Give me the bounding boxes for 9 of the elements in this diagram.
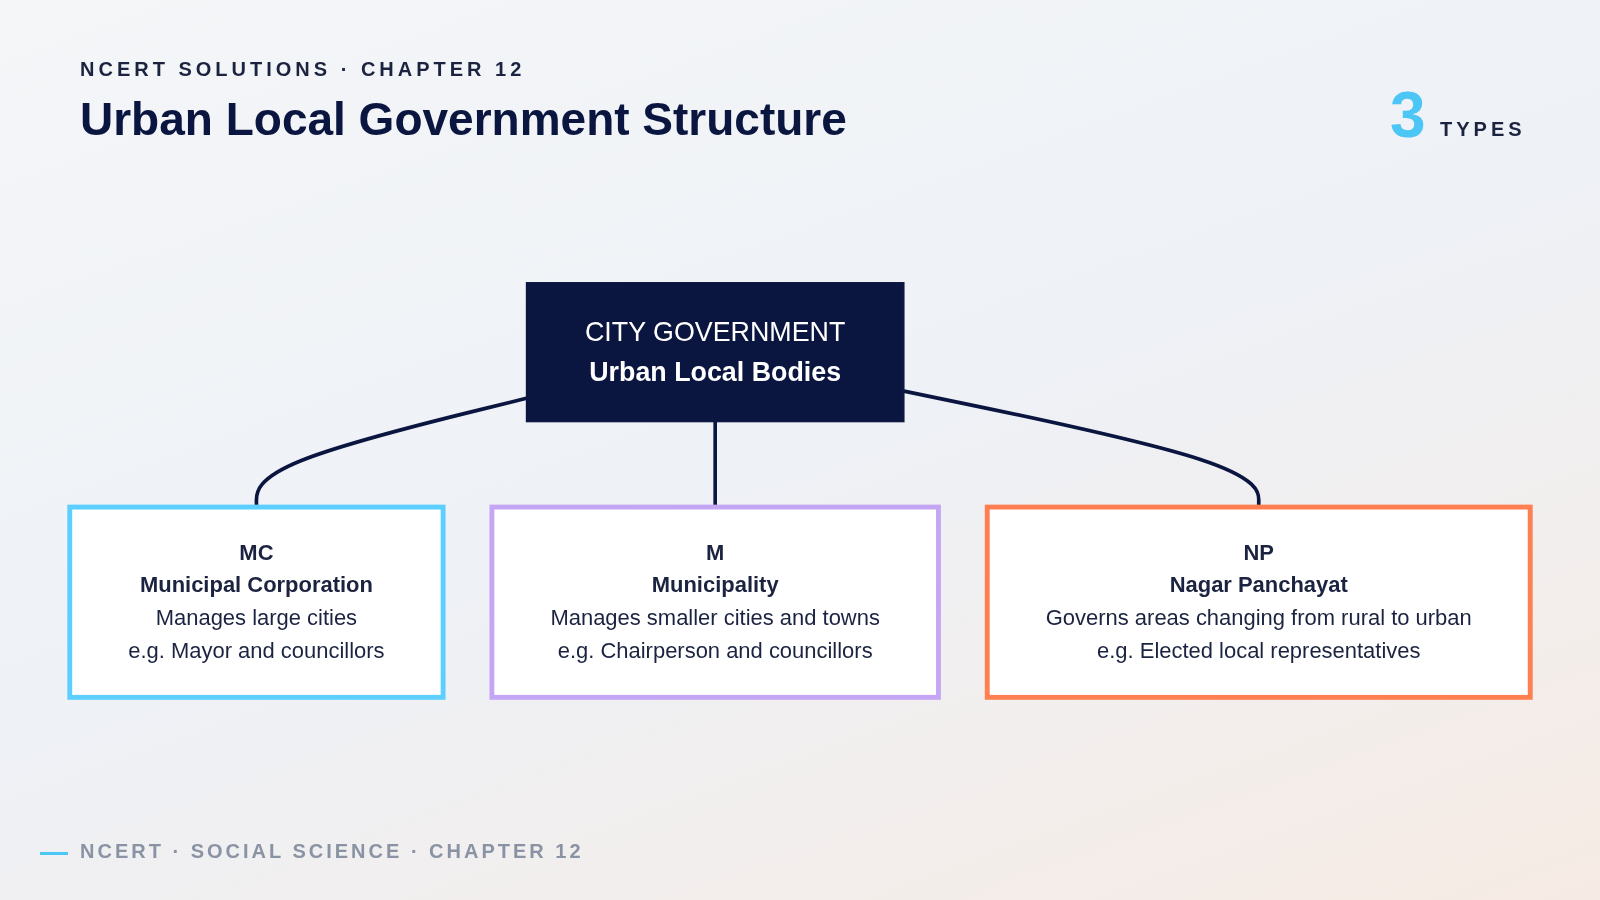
node-box: M Municipality Manages smaller cities and towns e.g. Chairperson and councillors — [489, 504, 941, 700]
node-box: MC Municipal Corporation Manages large cities e.g. Mayor and councillors — [67, 504, 446, 700]
node-box: NP Nagar Panchayat Governs areas changing from rural to urban e.g. Elected local representatives — [984, 504, 1533, 700]
count-label: TYPES — [1440, 118, 1526, 141]
footer-text: NCERT · SOCIAL SCIENCE · CHAPTER 12 — [80, 840, 584, 863]
kicker-text: NCERT SOLUTIONS · CHAPTER 12 — [80, 58, 526, 81]
node-box: CITY GOVERNMENT Urban Local Bodies — [525, 282, 905, 423]
title: Urban Local Government Structure — [80, 92, 847, 146]
count-number: 3 — [1390, 78, 1426, 152]
